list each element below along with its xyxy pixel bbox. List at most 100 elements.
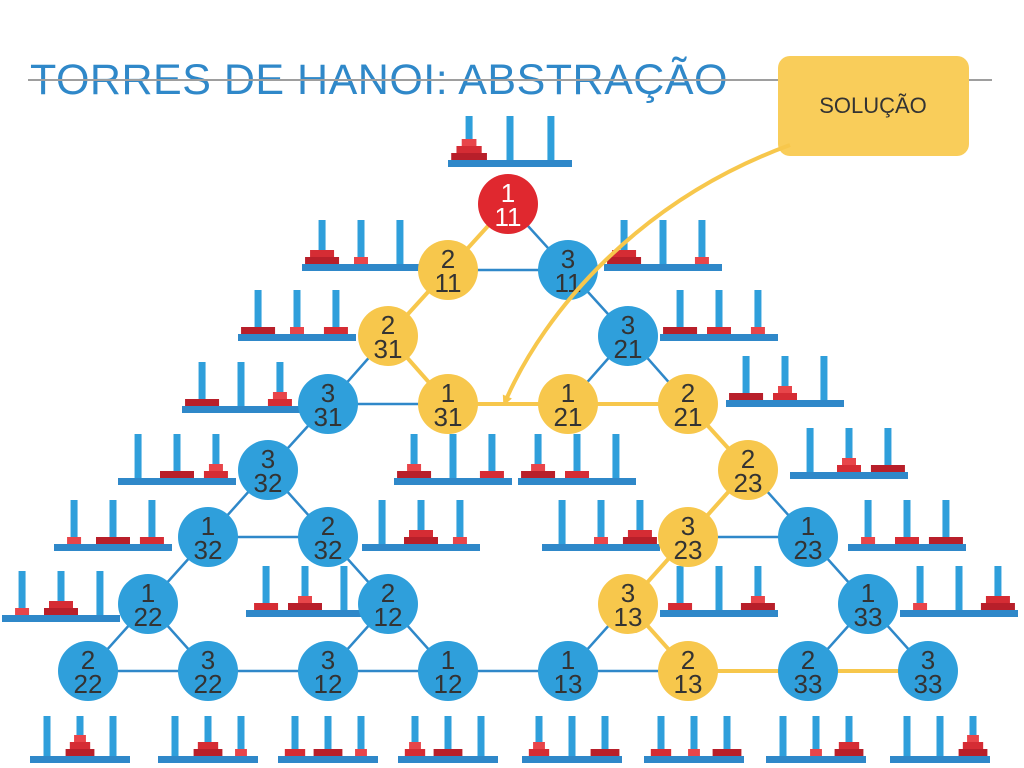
tower-base bbox=[766, 756, 866, 763]
state-node: 133 bbox=[838, 574, 898, 634]
state-node: 333 bbox=[898, 641, 958, 701]
disk-3 bbox=[713, 749, 742, 756]
tower-peg bbox=[96, 571, 103, 615]
tower-peg bbox=[44, 716, 51, 756]
tower-peg bbox=[956, 566, 963, 610]
state-node-bottom-label: 12 bbox=[314, 669, 343, 699]
tower-base bbox=[278, 756, 378, 763]
disk-2 bbox=[668, 603, 692, 610]
disk-3 bbox=[741, 603, 775, 610]
tower-base bbox=[644, 756, 744, 763]
disk-1 bbox=[15, 608, 29, 615]
tower-base bbox=[158, 756, 258, 763]
tower-state bbox=[448, 116, 572, 167]
disk-3 bbox=[397, 471, 431, 478]
tower-base bbox=[30, 756, 130, 763]
disk-1 bbox=[209, 464, 223, 471]
state-node: 113 bbox=[538, 641, 598, 701]
state-node-bottom-label: 22 bbox=[194, 669, 223, 699]
disk-1 bbox=[273, 392, 287, 399]
disk-2 bbox=[409, 530, 433, 537]
state-node: 332 bbox=[238, 440, 298, 500]
tower-base bbox=[362, 544, 480, 551]
state-node: 231 bbox=[358, 306, 418, 366]
tower-base bbox=[118, 478, 236, 485]
disk-2 bbox=[70, 742, 90, 749]
state-node-bottom-label: 13 bbox=[614, 602, 643, 632]
tower-state bbox=[766, 716, 866, 763]
state-node: 211 bbox=[418, 240, 478, 300]
tower-base bbox=[790, 472, 908, 479]
state-node-bottom-label: 22 bbox=[74, 669, 103, 699]
tower-peg bbox=[904, 716, 911, 756]
state-node-bottom-label: 31 bbox=[434, 402, 463, 432]
disk-1 bbox=[594, 537, 608, 544]
tower-state bbox=[848, 500, 966, 551]
disk-2 bbox=[268, 399, 292, 406]
tower-state bbox=[790, 428, 908, 479]
disk-2 bbox=[254, 603, 278, 610]
disk-2 bbox=[285, 749, 305, 756]
tower-state bbox=[54, 500, 172, 551]
tower-state bbox=[302, 220, 420, 271]
disk-3 bbox=[305, 257, 339, 264]
state-node-bottom-label: 23 bbox=[794, 535, 823, 565]
tower-state bbox=[394, 434, 512, 485]
tower-state bbox=[660, 566, 778, 617]
disk-2 bbox=[310, 250, 334, 257]
disk-2 bbox=[480, 471, 504, 478]
state-node: 312 bbox=[298, 641, 358, 701]
tower-state bbox=[30, 716, 130, 763]
tower-base bbox=[182, 406, 300, 413]
state-node-bottom-label: 11 bbox=[495, 202, 522, 232]
disk-2 bbox=[628, 530, 652, 537]
state-node-bottom-label: 11 bbox=[555, 268, 582, 298]
disk-2 bbox=[839, 742, 859, 749]
tower-state bbox=[246, 566, 364, 617]
disk-2 bbox=[456, 146, 481, 153]
tower-peg bbox=[612, 434, 619, 478]
disk-3 bbox=[66, 749, 95, 756]
disk-2 bbox=[49, 601, 73, 608]
disk-3 bbox=[835, 749, 864, 756]
disk-2 bbox=[204, 471, 228, 478]
disk-2 bbox=[198, 742, 218, 749]
disk-3 bbox=[160, 471, 194, 478]
disk-3 bbox=[607, 257, 641, 264]
disk-3 bbox=[871, 465, 905, 472]
disk-3 bbox=[663, 327, 697, 334]
state-node: 111 bbox=[478, 174, 538, 234]
disk-1 bbox=[355, 749, 367, 756]
tower-base bbox=[246, 610, 364, 617]
tower-base bbox=[518, 478, 636, 485]
state-node-bottom-label: 21 bbox=[554, 402, 583, 432]
disk-3 bbox=[929, 537, 963, 544]
tower-peg bbox=[660, 220, 667, 264]
disk-3 bbox=[959, 749, 988, 756]
disk-3 bbox=[451, 153, 487, 160]
state-node: 121 bbox=[538, 374, 598, 434]
state-node: 311 bbox=[538, 240, 598, 300]
disk-2 bbox=[565, 471, 589, 478]
disk-1 bbox=[913, 603, 927, 610]
tower-peg bbox=[937, 716, 944, 756]
tower-base bbox=[848, 544, 966, 551]
state-node-bottom-label: 21 bbox=[614, 334, 643, 364]
tower-state bbox=[398, 716, 498, 763]
disk-1 bbox=[67, 537, 81, 544]
tower-peg bbox=[396, 220, 403, 264]
disk-1 bbox=[74, 735, 86, 742]
tower-peg bbox=[807, 428, 814, 472]
tower-base bbox=[604, 264, 722, 271]
tower-base bbox=[660, 334, 778, 341]
disk-2 bbox=[837, 465, 861, 472]
disk-1 bbox=[861, 537, 875, 544]
disk-3 bbox=[194, 749, 223, 756]
disk-1 bbox=[409, 742, 421, 749]
disk-1 bbox=[751, 596, 765, 603]
tower-state bbox=[278, 716, 378, 763]
disk-2 bbox=[324, 327, 348, 334]
tower-base bbox=[726, 400, 844, 407]
state-node: 112 bbox=[418, 641, 478, 701]
